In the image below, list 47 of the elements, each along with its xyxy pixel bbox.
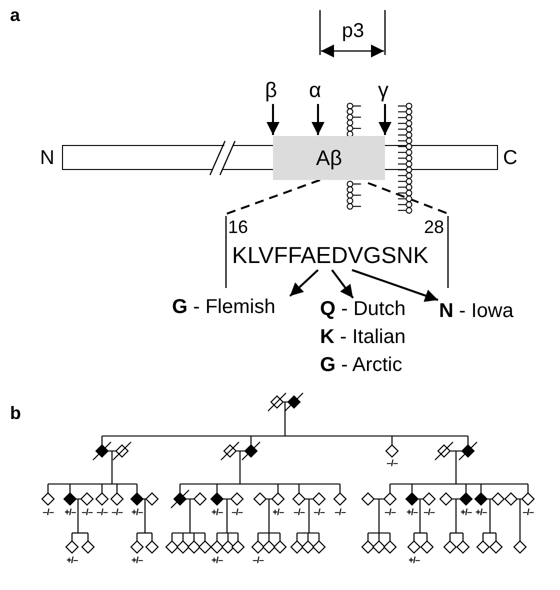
genotype-label: –/–: [522, 508, 534, 517]
genotype-label: +/–: [476, 508, 486, 517]
terminus-label: C: [503, 148, 518, 168]
genotype-label: +/–: [406, 508, 418, 517]
genotype-label: –/–: [232, 508, 242, 517]
genotype-label: +/–: [212, 508, 222, 517]
genotype-label: –/–: [294, 508, 304, 517]
genotype-label: +/–: [460, 508, 472, 517]
genotype-label: –/–: [252, 556, 264, 565]
fragment-label: p3: [342, 21, 364, 41]
genotype-label: –/–: [42, 508, 54, 517]
genotype-label: +/–: [272, 508, 284, 517]
genotype-label: –/–: [334, 508, 346, 517]
arrow: [266, 104, 280, 135]
terminus-label: N: [40, 148, 54, 168]
arrow: [378, 104, 392, 135]
arrow: [331, 269, 354, 299]
mutation-label: G - Arctic: [320, 355, 404, 378]
genotype-label: +/–: [408, 556, 420, 565]
genotype-label: +/–: [64, 508, 76, 517]
cleavage-site-label: β: [265, 80, 278, 101]
mutation-label: G - Flemish: [172, 297, 276, 317]
mutation-label: Q - Dutch: [320, 299, 406, 322]
genotype-label: +/–: [212, 556, 222, 565]
genotype-label: –/–: [424, 508, 434, 517]
peptide-sequence: KLVFFAEDVGSNK: [232, 244, 428, 267]
residue-number: 16: [228, 218, 248, 236]
panel-letter: b: [10, 404, 21, 422]
genotype-label: +/–: [132, 508, 142, 517]
genotype-label: –/–: [82, 508, 92, 517]
genotype-label: –/–: [384, 508, 396, 517]
genotype-label: +/–: [132, 556, 142, 565]
genotype-label: –/–: [112, 508, 122, 517]
cleavage-site-label: γ: [378, 80, 388, 101]
panel-letter: a: [10, 6, 20, 24]
arrow: [352, 269, 438, 302]
genotype-label: –/–: [314, 508, 324, 517]
genotype-label: +/–: [66, 556, 78, 565]
amyloid-beta-region: Aβ: [273, 136, 385, 180]
mutation-label: K - Italian: [320, 327, 406, 350]
residue-number: 28: [424, 218, 444, 236]
arrow: [312, 104, 324, 135]
mutation-label: N - Iowa: [439, 301, 514, 321]
genotype-label: –/–: [386, 459, 398, 468]
arrow: [289, 269, 319, 297]
genotype-label: –/–: [96, 508, 108, 517]
cleavage-site-label: α: [309, 80, 322, 101]
